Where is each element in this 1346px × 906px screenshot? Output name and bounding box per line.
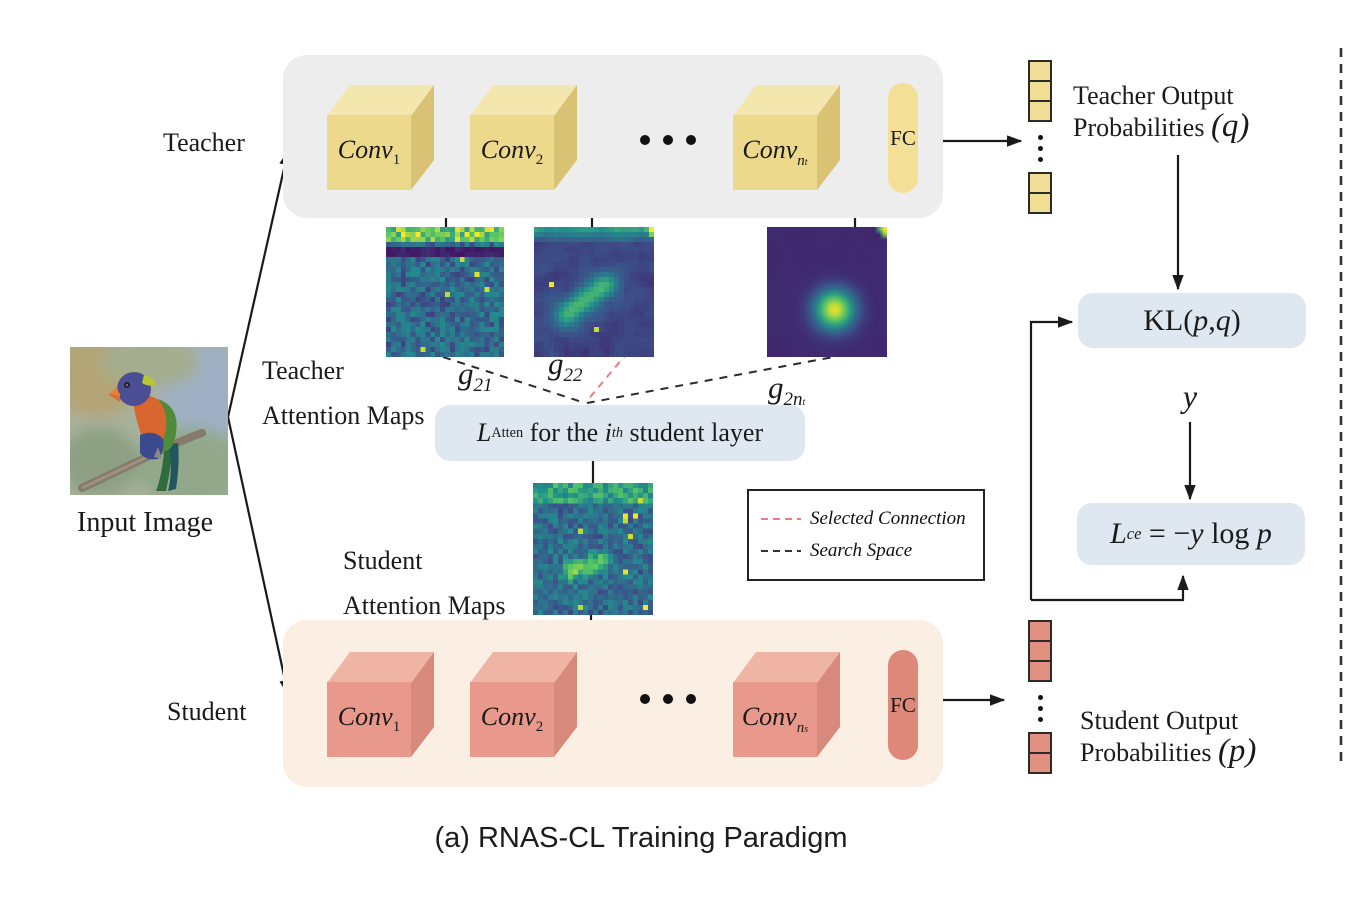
teacher-attention-map-3 xyxy=(767,227,887,357)
student-attention-map xyxy=(533,483,653,615)
legend-box: Selected Connection Search Space xyxy=(747,489,985,581)
stack-ellipsis-dots xyxy=(1028,682,1052,734)
student-conv1-block: Conv1 xyxy=(327,652,434,757)
y-ground-truth-label: y xyxy=(1182,378,1198,414)
teacher-output-line1: Teacher Output xyxy=(1073,81,1234,110)
student-output-line1: Student Output xyxy=(1080,706,1239,735)
dashed-selected-connection xyxy=(585,351,629,403)
input-image-parrot xyxy=(70,347,228,495)
arrow-student-output-to-kl xyxy=(1029,316,1074,600)
teacher-convn-block: Convnt xyxy=(733,85,840,190)
cube-front-face: Convns xyxy=(733,682,817,757)
teacher-fc-layer: FC xyxy=(888,83,918,193)
cube-front-face: Conv2 xyxy=(470,682,554,757)
student-attention-label-line1: Student xyxy=(343,546,423,575)
arrow-input-to-student xyxy=(226,416,291,696)
legend-selected-label: Selected Connection xyxy=(810,508,966,529)
red-dashed-line-icon xyxy=(761,518,801,520)
teacher-attention-map-2 xyxy=(534,227,654,357)
student-attention-label-line2: Attention Maps xyxy=(343,591,506,620)
black-dashed-line-icon xyxy=(761,550,801,552)
stack-ellipsis-dots xyxy=(1028,122,1052,174)
legend-search-space: Search Space xyxy=(761,540,983,562)
teacher-output-stack xyxy=(1028,60,1052,214)
student-row-label: Student xyxy=(167,697,247,726)
g2nt-label: g2nt xyxy=(768,370,806,411)
teacher-row-label: Teacher xyxy=(163,128,245,157)
teacher-attention-label-line2: Attention Maps xyxy=(262,401,425,430)
student-ellipsis-dots xyxy=(640,694,696,704)
teacher-conv2-block: Conv2 xyxy=(470,85,577,190)
teacher-conv1-block: Conv1 xyxy=(327,85,434,190)
teacher-attention-label-line1: Teacher xyxy=(262,356,344,385)
teacher-attention-map-1 xyxy=(386,227,504,357)
input-image-label: Input Image xyxy=(77,507,214,538)
teacher-ellipsis-dots xyxy=(640,135,696,145)
teacher-output-label: Teacher Output Probabilities (q) xyxy=(1073,80,1249,143)
cube-side-face xyxy=(817,652,840,757)
cube-side-face xyxy=(411,85,434,190)
teacher-attention-maps-label: Teacher Attention Maps xyxy=(262,348,425,438)
legend-selected-connection: Selected Connection xyxy=(761,508,983,530)
g22-label: g22 xyxy=(548,346,583,387)
student-output-line2: Probabilities (p) xyxy=(1080,733,1257,769)
cube-side-face xyxy=(411,652,434,757)
g21-label: g21 xyxy=(458,356,493,397)
cube-side-face xyxy=(817,85,840,190)
student-fc-layer: FC xyxy=(888,650,918,760)
cube-front-face: Conv2 xyxy=(470,115,554,190)
student-output-stack xyxy=(1028,620,1052,774)
kl-loss-box: KL(p,q) xyxy=(1078,293,1306,348)
legend-search-label: Search Space xyxy=(810,540,913,561)
cube-front-face: Convnt xyxy=(733,115,817,190)
arrow-student-output-to-lce xyxy=(1031,574,1189,602)
teacher-output-line2: Probabilities (q) xyxy=(1073,108,1250,144)
student-convn-block: Convns xyxy=(733,652,840,757)
student-output-label: Student Output Probabilities (p) xyxy=(1080,705,1256,768)
cube-side-face xyxy=(554,85,577,190)
cube-side-face xyxy=(554,652,577,757)
cube-front-face: Conv1 xyxy=(327,115,411,190)
figure-caption: (a) RNAS-CL Training Paradigm xyxy=(434,822,848,854)
student-conv2-block: Conv2 xyxy=(470,652,577,757)
cube-front-face: Conv1 xyxy=(327,682,411,757)
student-attention-maps-label: Student Attention Maps xyxy=(343,538,506,628)
dashed-search-space-right xyxy=(586,351,861,404)
